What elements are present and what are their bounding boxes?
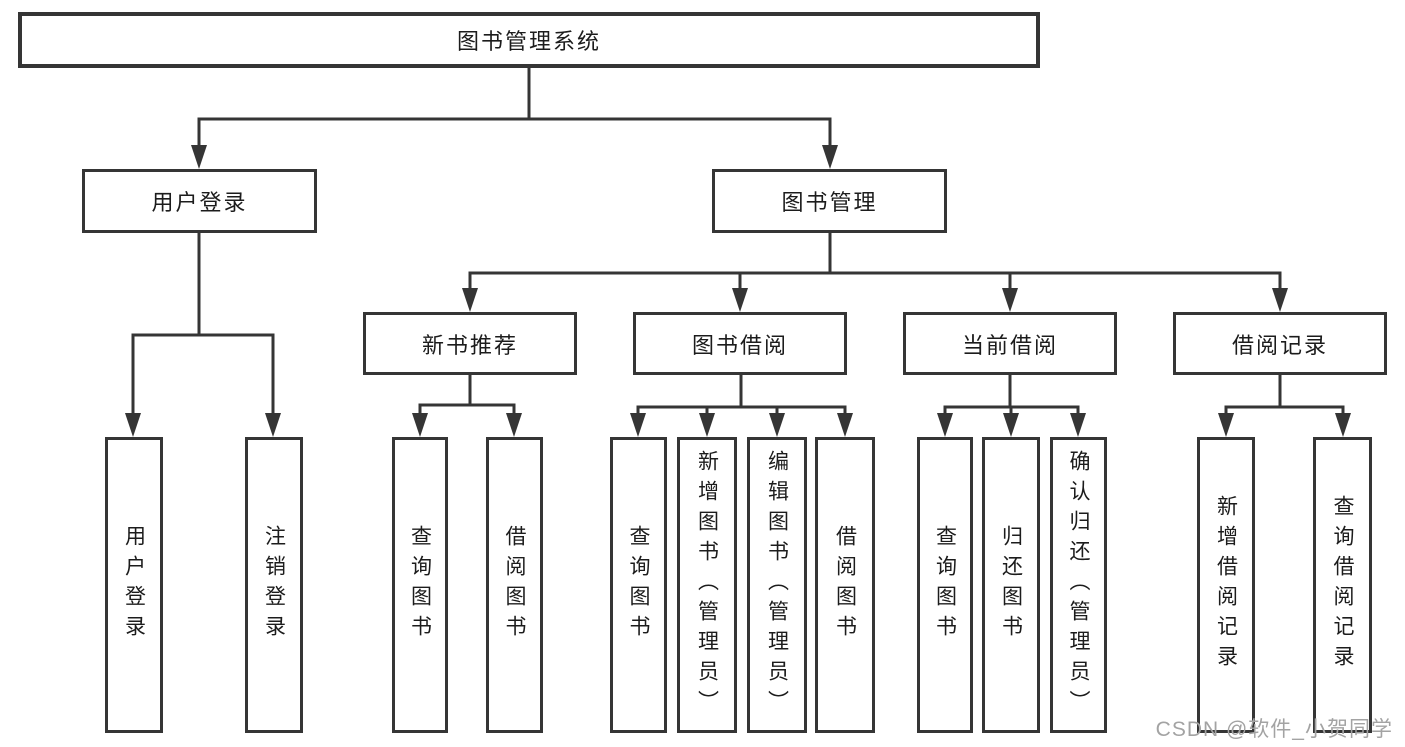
node-book-borrow: 图书借阅 bbox=[633, 312, 847, 375]
node-label: 新书推荐 bbox=[421, 332, 518, 358]
leaf-confirm-return-admin: 确认归还（管理员） bbox=[1050, 437, 1107, 733]
node-label: 用户登录 bbox=[122, 525, 146, 645]
node-label: 新增图书（管理员） bbox=[695, 450, 719, 720]
node-book-management: 图书管理 bbox=[712, 169, 947, 233]
node-label: 图书借阅 bbox=[691, 332, 788, 358]
leaf-add-borrow-record: 新增借阅记录 bbox=[1197, 437, 1255, 733]
node-label: 图书管理 bbox=[781, 190, 878, 215]
node-root-library-system: 图书管理系统 bbox=[18, 12, 1040, 68]
node-label: 借阅记录 bbox=[1231, 332, 1328, 358]
node-label: 查询图书 bbox=[933, 525, 957, 645]
arrowhead-icons bbox=[125, 145, 1351, 437]
node-current-borrow: 当前借阅 bbox=[903, 312, 1117, 375]
leaf-query-books-2: 查询图书 bbox=[610, 437, 667, 733]
node-label: 编辑图书（管理员） bbox=[765, 450, 789, 720]
csdn-watermark: CSDN @软件_小贺同学 bbox=[1155, 718, 1393, 741]
node-label: 用户登录 bbox=[151, 190, 248, 215]
leaf-query-books-1: 查询图书 bbox=[392, 437, 448, 733]
leaf-logout: 注销登录 bbox=[245, 437, 303, 733]
node-label: 查询图书 bbox=[408, 525, 432, 645]
node-label: 确认归还（管理员） bbox=[1067, 450, 1090, 720]
node-label: 新增借阅记录 bbox=[1214, 495, 1238, 675]
node-label: 图书管理系统 bbox=[456, 29, 601, 54]
node-label: 当前借阅 bbox=[961, 332, 1058, 358]
node-label: 借阅图书 bbox=[503, 525, 526, 645]
node-label: 归还图书 bbox=[999, 525, 1023, 645]
leaf-edit-books-admin: 编辑图书（管理员） bbox=[747, 437, 807, 733]
node-label: 借阅图书 bbox=[833, 525, 857, 645]
leaf-borrow-books-1: 借阅图书 bbox=[486, 437, 543, 733]
leaf-add-books-admin: 新增图书（管理员） bbox=[677, 437, 737, 733]
leaf-user-login: 用户登录 bbox=[105, 437, 163, 733]
node-label: 查询借阅记录 bbox=[1331, 495, 1354, 675]
leaf-query-borrow-record: 查询借阅记录 bbox=[1313, 437, 1372, 733]
leaf-query-books-3: 查询图书 bbox=[917, 437, 973, 733]
node-new-book-recommend: 新书推荐 bbox=[363, 312, 577, 375]
leaf-return-books: 归还图书 bbox=[982, 437, 1040, 733]
node-label: 注销登录 bbox=[262, 525, 286, 645]
node-label: 查询图书 bbox=[627, 525, 650, 645]
leaf-borrow-books-2: 借阅图书 bbox=[815, 437, 875, 733]
node-user-login: 用户登录 bbox=[82, 169, 317, 233]
node-borrow-records: 借阅记录 bbox=[1173, 312, 1387, 375]
